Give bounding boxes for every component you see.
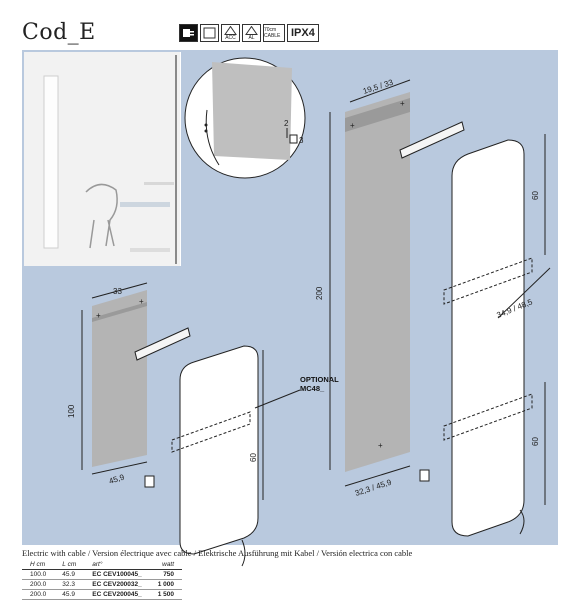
cell-length: 45.9 — [54, 569, 85, 580]
table-row: 200.0 45.9 EC CEV200045_ 1 500 — [22, 589, 183, 600]
cell-height: 100.0 — [22, 569, 55, 580]
cell-article: EC CEV200032_ — [84, 579, 150, 590]
certification-icons: ACC AL 70cm CABLE IPX4 — [179, 24, 319, 42]
detail-dim-a: 2 — [284, 119, 289, 128]
small-width-bottom: 45,9 — [108, 472, 126, 486]
al-label: AL — [248, 34, 255, 41]
detail-dim-b: 3 — [299, 136, 304, 145]
cell-length: 45.9 — [54, 589, 85, 600]
version-caption: Electric with cable / Version électrique… — [22, 548, 413, 558]
table-header-row: H cm L cm art° watt — [22, 560, 183, 570]
cell-article: EC CEV100045_ — [84, 569, 150, 580]
plug-icon — [179, 24, 198, 42]
header-length: L cm — [54, 560, 85, 570]
small-width-top: 33 — [113, 287, 122, 296]
header-article: art° — [84, 560, 150, 570]
large-upper-dim: 60 — [531, 191, 540, 200]
large-width-top: 19,5 / 33 — [362, 78, 395, 96]
small-height: 100 — [67, 404, 76, 418]
small-lower-dim: 60 — [249, 453, 258, 462]
large-lower-dim: 60 — [531, 437, 540, 446]
small-model-bracket — [134, 327, 191, 361]
cell-article: EC CEV200045_ — [84, 589, 150, 600]
class-ii-icon — [200, 24, 219, 42]
cable-length-label: 70cm CABLE — [264, 27, 281, 39]
small-wall-bracket — [144, 475, 155, 488]
cell-height: 200.0 — [22, 589, 55, 600]
large-model-bracket — [399, 121, 465, 159]
spec-table: H cm L cm art° watt 100.0 45.9 EC CEV100… — [22, 560, 183, 600]
cell-height: 200.0 — [22, 579, 55, 590]
table-row: 200.0 32.3 EC CEV200032_ 1 000 — [22, 579, 183, 590]
small-panel-plus-left: + — [96, 311, 101, 320]
small-model-cover: 60 OPTIONAL MC48_ — [171, 345, 339, 567]
large-model-cover: 60 34,9 / 48,5 60 — [443, 134, 551, 537]
optional-model: MC48_ — [300, 384, 325, 393]
large-wall-bracket — [419, 469, 430, 482]
cell-watt: 750 — [149, 569, 183, 580]
large-panel-plus-left: + — [350, 121, 355, 130]
ip-rating-badge: IPX4 — [287, 24, 319, 42]
large-model-panel: + + + 19,5 / 33 200 32,3 / 45,9 — [315, 78, 411, 498]
large-panel-plus-bottom: + — [378, 441, 383, 450]
large-width-bottom: 32,3 / 45,9 — [354, 477, 393, 497]
al-warning-icon: AL — [242, 24, 261, 42]
table-row: 100.0 45.9 EC CEV100045_ 750 — [22, 569, 183, 580]
optional-label: OPTIONAL — [300, 375, 339, 384]
small-model-panel: + + 33 100 45,9 — [67, 282, 148, 486]
product-photo — [24, 52, 181, 266]
header-height: H cm — [22, 560, 55, 570]
page-title: Cod_E — [22, 20, 96, 45]
cable-length-icon: 70cm CABLE — [263, 24, 285, 42]
large-height: 200 — [315, 286, 324, 300]
header-watt: watt — [149, 560, 183, 570]
small-panel-plus-right: + — [139, 297, 144, 306]
cell-watt: 1 500 — [149, 589, 183, 600]
acc-label: ACC — [225, 34, 236, 41]
acc-warning-icon: ACC — [221, 24, 240, 42]
large-panel-plus-right: + — [400, 99, 405, 108]
cell-watt: 1 000 — [149, 579, 183, 590]
detail-circle: 2 3 — [184, 57, 306, 179]
cell-length: 32.3 — [54, 579, 85, 590]
